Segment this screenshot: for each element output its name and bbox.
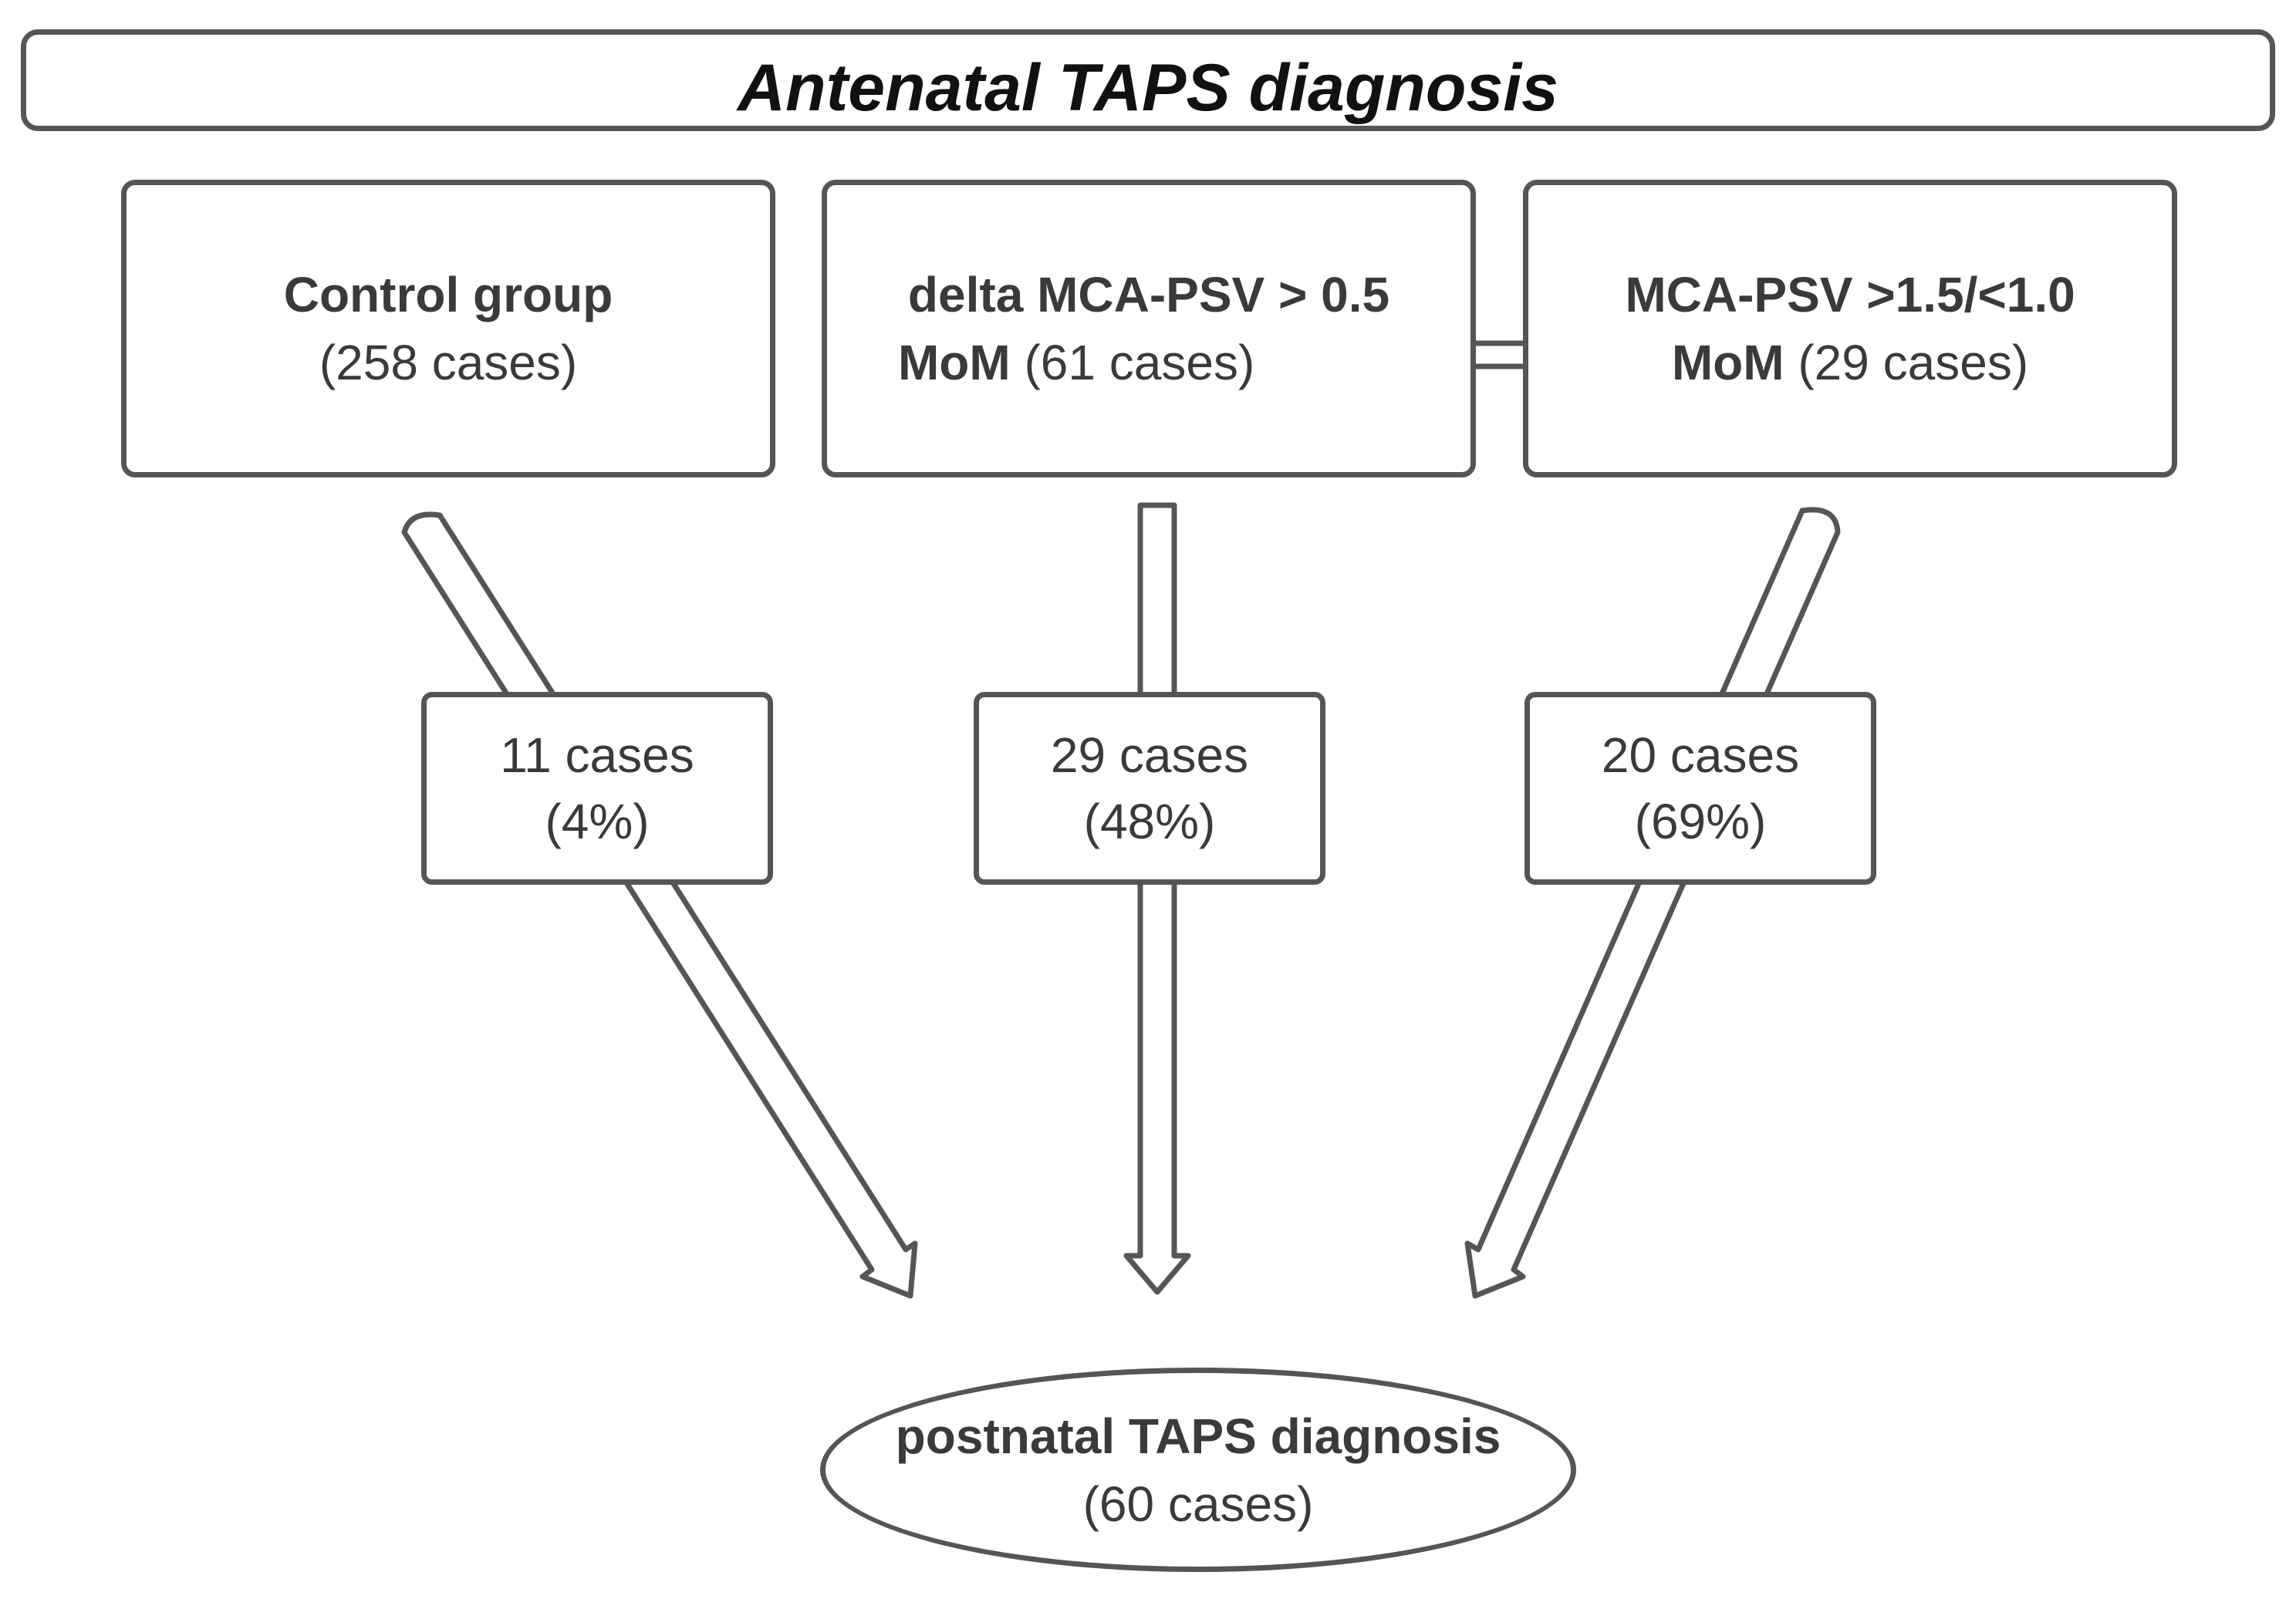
- delta-mca-unit: MoM: [897, 335, 1011, 390]
- mca-psv-result-percent: (69%): [1634, 794, 1767, 849]
- diagram-title: Antenatal TAPS diagnosis: [738, 50, 1558, 125]
- control-result-box: 11 cases (4%): [421, 692, 773, 885]
- arrow-right-diagonal: [1464, 507, 1841, 1299]
- arrow-middle-vertical: [1123, 502, 1191, 1295]
- title-box: Antenatal TAPS diagnosis: [21, 29, 2275, 131]
- delta-mca-line2: MoM (61 cases): [898, 329, 1400, 396]
- delta-mca-result-box: 29 cases (48%): [974, 692, 1325, 885]
- arrow-left-diagonal: [401, 511, 918, 1299]
- mca-psv-unit: MoM: [1671, 335, 1784, 390]
- control-group-label: Control group: [283, 267, 613, 322]
- mca-psv-result-count: 20 cases: [1601, 727, 1800, 783]
- control-group-box: Control group (258 cases): [121, 180, 775, 477]
- delta-mca-box: delta MCA-PSV > 0.5 MoM (61 cases): [822, 180, 1476, 477]
- delta-mca-label: delta MCA-PSV > 0.5: [907, 267, 1390, 322]
- mca-psv-result-box: 20 cases (69%): [1524, 692, 1876, 885]
- control-group-count: (258 cases): [319, 335, 578, 390]
- mca-psv-box: MCA-PSV >1.5/<1.0 MoM (29 cases): [1523, 180, 2177, 477]
- delta-mca-result-percent: (48%): [1083, 794, 1216, 849]
- mca-psv-line2: MoM (29 cases): [1672, 329, 2028, 396]
- control-result-percent: (4%): [545, 794, 650, 849]
- delta-mca-result-count: 29 cases: [1050, 727, 1249, 783]
- postnatal-diagnosis-oval: postnatal TAPS diagnosis (60 cases): [820, 1368, 1576, 1572]
- postnatal-count: (60 cases): [1082, 1476, 1314, 1532]
- control-result-count: 11 cases: [500, 727, 694, 783]
- mca-psv-label: MCA-PSV >1.5/<1.0: [1625, 267, 2075, 322]
- postnatal-label: postnatal TAPS diagnosis: [895, 1408, 1501, 1464]
- delta-mca-count: (61 cases): [1024, 335, 1255, 390]
- mca-psv-count: (29 cases): [1798, 335, 2029, 390]
